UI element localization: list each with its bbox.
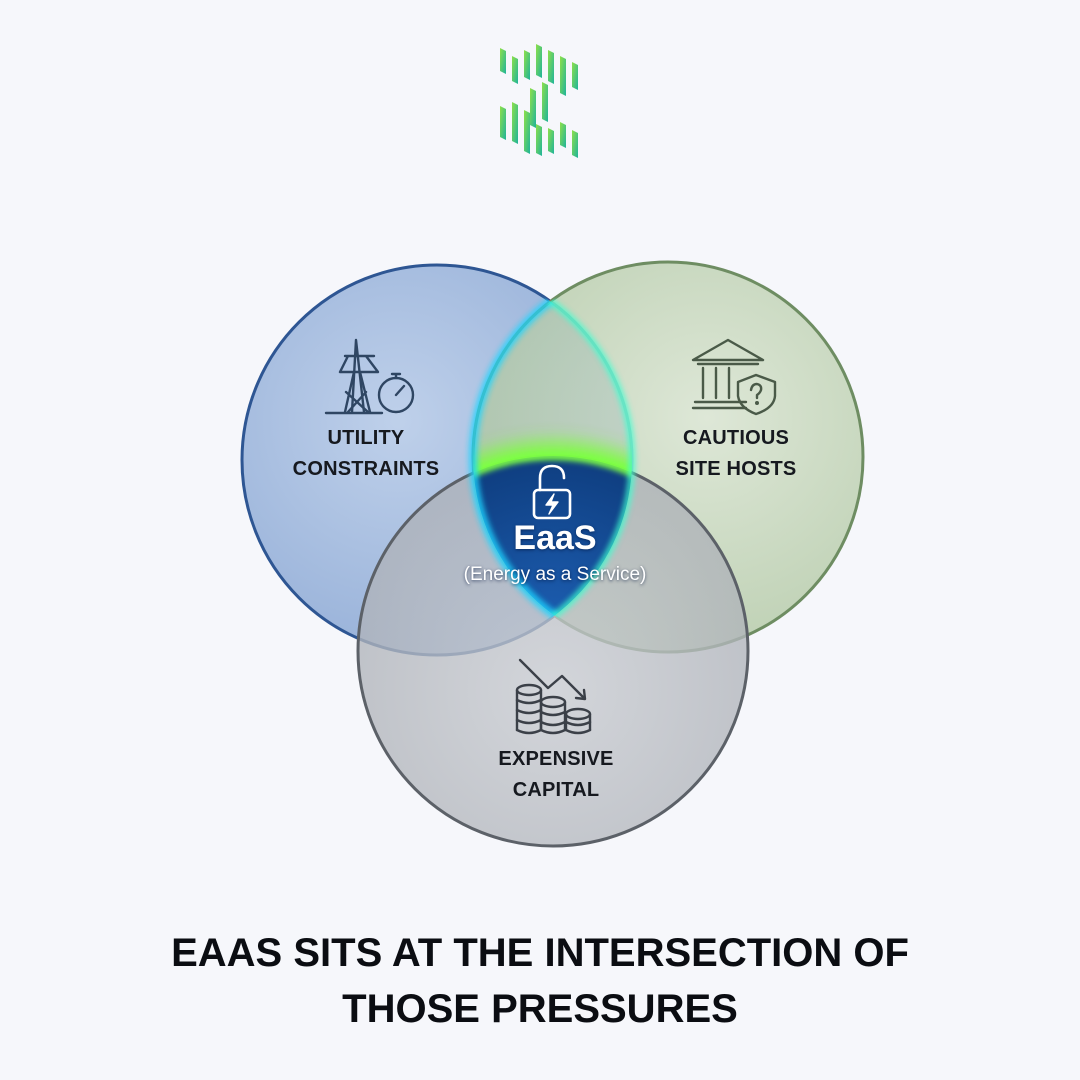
headline: EAAS SITS AT THE INTERSECTION OF THOSE P…	[0, 925, 1080, 1037]
label-capital-line2: CAPITAL	[512, 779, 600, 801]
label-capital-line1: EXPENSIVE	[498, 748, 614, 770]
bank-shield-question-icon	[691, 338, 777, 416]
label-utility-line2: CONSTRAINTS	[292, 458, 440, 480]
headline-line2: THOSE PRESSURES	[342, 987, 738, 1031]
center-title: EaaS	[513, 519, 597, 557]
label-cautious-line2: SITE HOSTS	[675, 458, 797, 480]
coins-down-trend-icon	[515, 658, 592, 735]
label-expensive-capital: EXPENSIVE CAPITAL	[456, 744, 656, 806]
headline-line1: EAAS SITS AT THE INTERSECTION OF	[171, 931, 909, 975]
label-cautious-line1: CAUTIOUS	[682, 427, 790, 449]
transmission-tower-stopwatch-icon	[324, 338, 415, 415]
unlocked-padlock-lightning-icon	[532, 464, 572, 520]
z-logo-icon	[500, 44, 578, 158]
center-subtitle: (Energy as a Service)	[463, 564, 647, 585]
label-utility-line1: UTILITY	[327, 427, 405, 449]
label-cautious-site-hosts: CAUTIOUS SITE HOSTS	[636, 423, 836, 485]
label-utility-constraints: UTILITY CONSTRAINTS	[262, 423, 470, 485]
